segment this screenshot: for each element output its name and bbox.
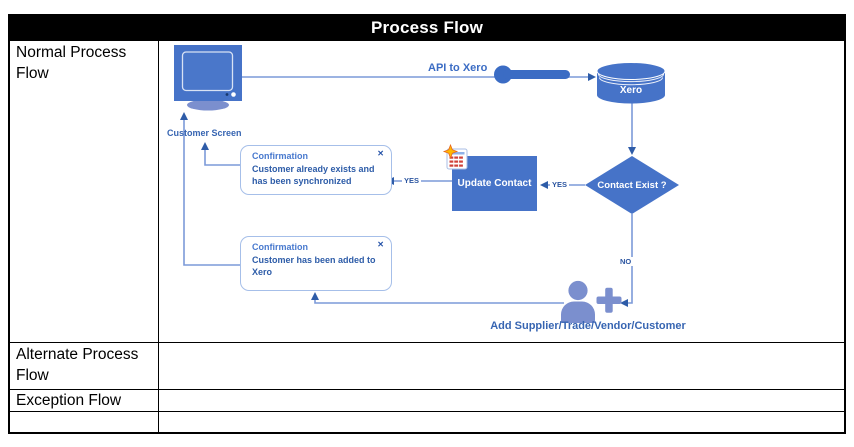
edge-label-no: NO xyxy=(618,257,634,266)
flow-diagram: API to Xero Xero Customer Screen Contact… xyxy=(159,41,844,342)
confirmation-title: Confirmation xyxy=(252,151,308,161)
connector-add-to-confirmation2 xyxy=(314,294,564,304)
arrow-into-confirmation2 xyxy=(311,292,319,300)
xero-database-label: Xero xyxy=(619,85,643,96)
connector-decision-no-to-add xyxy=(627,214,633,304)
customer-screen-label: Customer Screen xyxy=(167,128,242,138)
row-label-normal: Normal Process Flow xyxy=(10,41,159,342)
alternate-process-cell xyxy=(159,343,844,389)
arrow-into-xero xyxy=(588,73,596,81)
edge-label-yes-confirmation: YES xyxy=(402,176,422,185)
pen-marker-icon xyxy=(494,65,570,84)
empty-cell xyxy=(159,412,844,432)
arrow-into-add-contact xyxy=(620,299,628,307)
api-to-xero-label: API to Xero xyxy=(425,62,491,74)
empty-row xyxy=(10,411,844,432)
star-icon xyxy=(442,143,459,160)
monitor-icon xyxy=(174,45,242,111)
connector-confirmation1-to-screen xyxy=(204,149,240,166)
monitor-base xyxy=(187,99,229,111)
confirmation-title: Confirmation xyxy=(252,242,308,252)
process-flow-table: Process Flow Normal Process Flow xyxy=(8,14,846,434)
decision-label: Contact Exist ? xyxy=(597,179,667,191)
confirmation-dialog-exists: ✕ Confirmation Customer already exists a… xyxy=(240,145,392,195)
add-contact-label: Add Supplier/Trade/Vendor/Customer xyxy=(490,320,686,332)
exception-flow-row: Exception Flow xyxy=(10,389,844,411)
decision-diamond xyxy=(585,156,679,214)
diagram-canvas xyxy=(174,45,679,323)
row-label-exception: Exception Flow xyxy=(10,390,159,411)
alternate-process-row: Alternate Process Flow xyxy=(10,342,844,389)
page-title: Process Flow xyxy=(371,18,483,37)
arrow-into-update xyxy=(540,181,548,189)
normal-process-row: Normal Process Flow xyxy=(10,40,844,342)
confirmation-dialog-added: ✕ Confirmation Customer has been added t… xyxy=(240,236,392,291)
confirmation-body: Customer has been added to Xero xyxy=(252,255,376,277)
person-add-icon xyxy=(561,280,622,323)
exception-flow-cell xyxy=(159,390,844,411)
row-label-alternate: Alternate Process Flow xyxy=(10,343,159,389)
arrow-into-decision xyxy=(628,147,636,155)
update-contact-label: Update Contact xyxy=(457,178,532,189)
close-icon[interactable]: ✕ xyxy=(377,240,384,249)
calendar-burst-icon xyxy=(442,143,468,170)
database-icon xyxy=(596,62,666,104)
edge-label-yes-update: YES xyxy=(550,180,570,189)
arrow-into-monitor xyxy=(180,112,188,120)
arrow-to-customer-screen xyxy=(201,142,209,150)
title-bar: Process Flow xyxy=(10,16,844,40)
confirmation-body: Customer already exists and has been syn… xyxy=(252,164,375,186)
connector-confirmation2-to-monitor xyxy=(183,119,240,266)
close-icon[interactable]: ✕ xyxy=(377,149,384,158)
row-label-empty xyxy=(10,412,159,432)
